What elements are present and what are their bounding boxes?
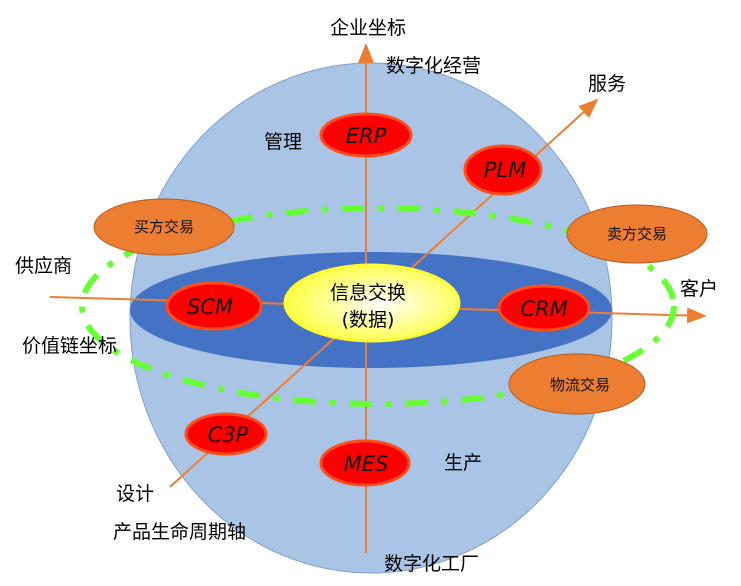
center-line2: (数据) <box>342 309 395 331</box>
horizontal-left-label: 供应商 <box>15 255 72 277</box>
center-line1: 信息交换 <box>330 282 406 304</box>
buyer-label: 买方交易 <box>134 218 194 236</box>
seller-label: 卖方交易 <box>607 225 667 243</box>
node-c3p: C3P <box>184 412 268 456</box>
vertical-bottom-label: 数字化工厂 <box>384 553 479 575</box>
node-crm: CRM <box>497 284 591 332</box>
plm-label: PLM <box>484 158 526 182</box>
node-plm: PLM <box>463 144 543 196</box>
erp-label: ERP <box>346 124 387 148</box>
scm-label: SCM <box>187 295 233 319</box>
logistics-label: 物流交易 <box>550 376 610 394</box>
oval-buyer: 买方交易 <box>93 198 235 256</box>
node-mes: MES <box>319 439 411 487</box>
c3p-label: C3P <box>208 423 249 447</box>
vertical-top-label: 企业坐标 <box>330 17 406 39</box>
production-label: 生产 <box>444 452 482 474</box>
center-ellipse <box>283 263 461 343</box>
vertical-top-sub-label: 数字化经营 <box>386 55 481 77</box>
diagonal-top-label: 服务 <box>588 73 626 95</box>
node-scm: SCM <box>165 281 263 331</box>
diagonal-name-label: 产品生命周期轴 <box>113 521 246 543</box>
transaction-ring <box>79 205 677 407</box>
crm-label: CRM <box>520 297 567 321</box>
node-erp: ERP <box>319 112 413 158</box>
horizontal-name-label: 价值链坐标 <box>22 335 117 357</box>
horizontal-right-label: 客户 <box>680 278 718 300</box>
mes-label: MES <box>344 452 389 476</box>
diagonal-bottom-label: 设计 <box>116 483 154 505</box>
oval-logistics: 物流交易 <box>508 353 646 415</box>
management-label: 管理 <box>264 131 302 153</box>
oval-seller: 卖方交易 <box>566 204 708 264</box>
